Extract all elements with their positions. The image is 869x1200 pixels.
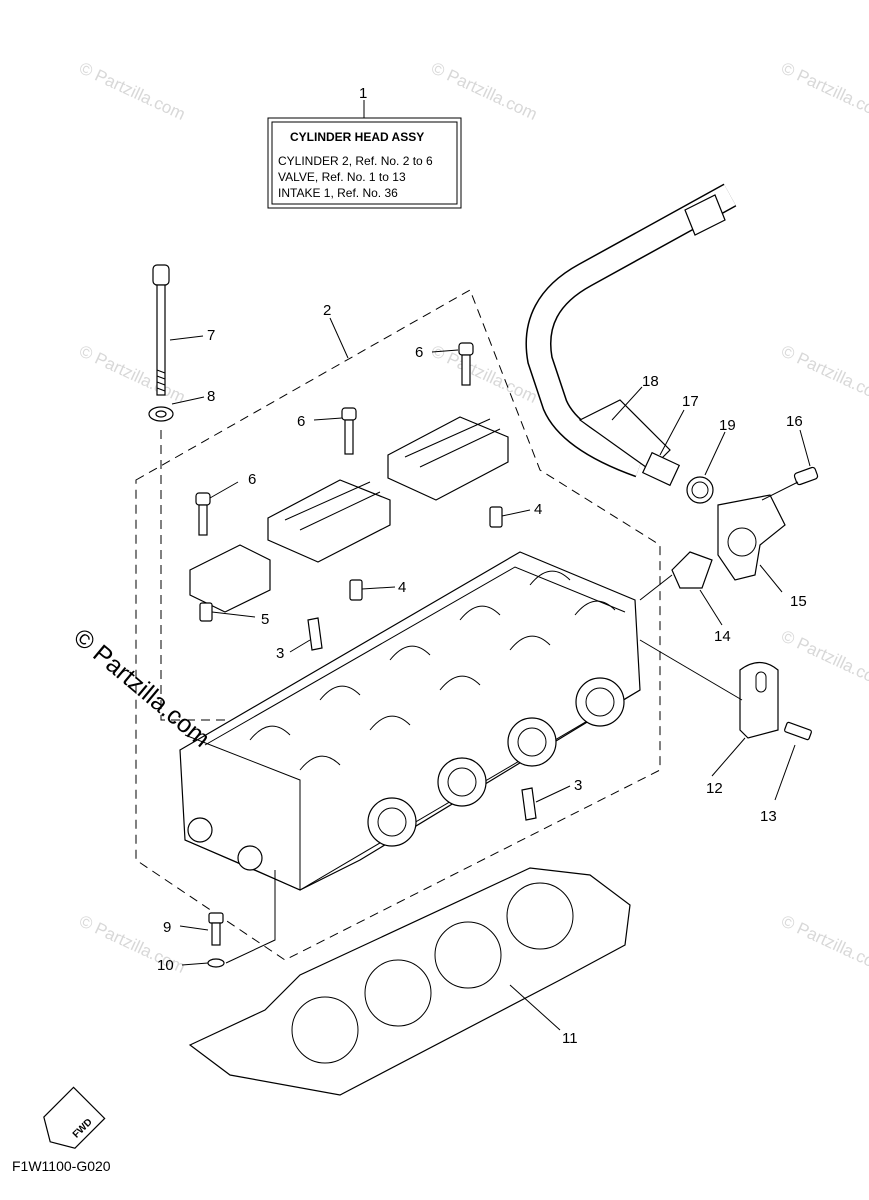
callout-19: 19	[719, 417, 736, 434]
watermark-text: © Partzilla.com	[76, 58, 188, 124]
callout-16: 16	[786, 413, 803, 430]
callout-18: 18	[642, 373, 659, 390]
callout-10: 10	[157, 957, 174, 974]
dowels-and-sleeves	[199, 506, 571, 821]
bolt-9-washer-10	[179, 870, 276, 968]
callout-12: 12	[706, 780, 723, 797]
bracket-12-bolt-13	[639, 639, 812, 801]
watermark-text: © Partzilla.com	[778, 626, 869, 692]
callout-15: 15	[790, 593, 807, 610]
callout-2: 2	[323, 302, 331, 319]
callout-6b: 6	[297, 413, 305, 430]
box-line-2: VALVE, Ref. No. 1 to 13	[278, 170, 406, 184]
callout-17: 17	[682, 393, 699, 410]
box-title: CYLINDER HEAD ASSY	[290, 130, 424, 144]
box-line-3: INTAKE 1, Ref. No. 36	[278, 186, 398, 200]
callout-8: 8	[207, 388, 215, 405]
head-gasket	[188, 867, 631, 1096]
box-line-1: CYLINDER 2, Ref. No. 2 to 6	[278, 154, 433, 168]
callout-14: 14	[714, 628, 731, 645]
watermark-text: © Partzilla.com	[778, 911, 869, 977]
watermark-text: © Partzilla.com	[778, 341, 869, 407]
callout-9: 9	[163, 919, 171, 936]
fwd-arrow-icon: FWD	[43, 1086, 106, 1149]
callout-11: 11	[562, 1030, 578, 1047]
callout-13: 13	[760, 808, 777, 825]
callout-5: 5	[261, 611, 269, 628]
callout-6a: 6	[248, 471, 256, 488]
cam-caps	[189, 416, 509, 613]
thermostat-parts	[639, 429, 819, 626]
long-bolt-7	[148, 264, 240, 721]
callout-labels: 1 2 3 3 4 4 5 6 6 6 7 8 9 10 11 12 13 14…	[157, 85, 807, 1047]
watermark-text: © Partzilla.com	[428, 58, 540, 124]
cylinder-head	[179, 551, 641, 891]
callout-7: 7	[207, 327, 215, 344]
watermark-text: © Partzilla.com	[76, 341, 188, 407]
callout-4b: 4	[398, 579, 406, 596]
callout-3a: 3	[276, 645, 284, 662]
diagram-code: F1W1100-G020	[12, 1158, 111, 1174]
watermark-prominent: © Partzilla.com	[68, 623, 215, 753]
callout-4a: 4	[534, 501, 542, 518]
watermark-text: © Partzilla.com	[778, 58, 869, 124]
callout-3b: 3	[574, 777, 582, 794]
cam-cap-bolts	[195, 342, 474, 536]
assembly-boundary	[135, 289, 661, 961]
callout-6c: 6	[415, 344, 423, 361]
cylinder-head-assy-box: CYLINDER HEAD ASSY CYLINDER 2, Ref. No. …	[267, 100, 462, 209]
water-hose	[525, 183, 737, 487]
callout-1: 1	[359, 85, 367, 102]
